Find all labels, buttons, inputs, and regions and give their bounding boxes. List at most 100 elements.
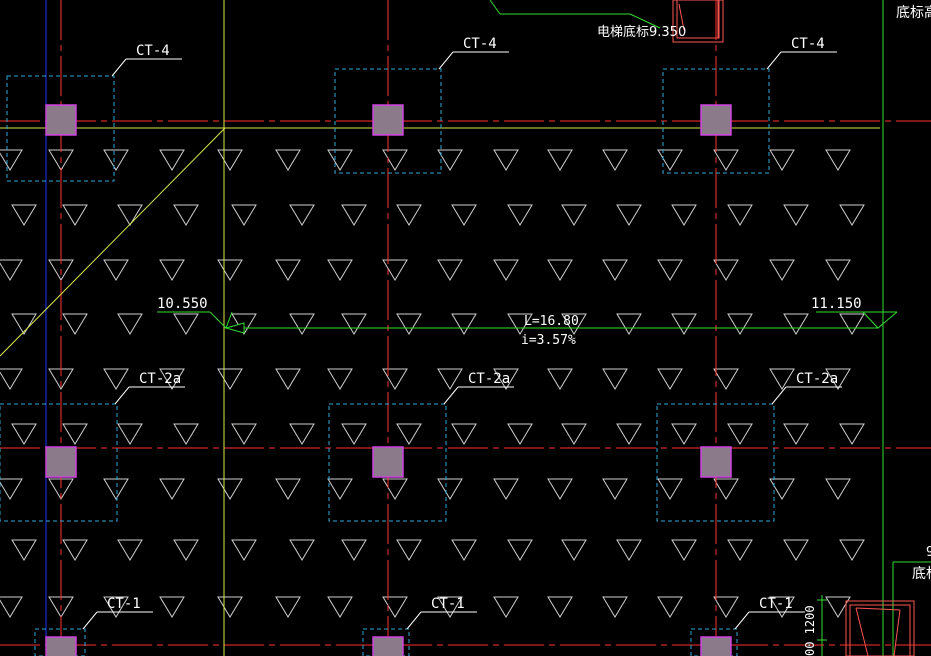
hatch-triangle [159,596,185,618]
hatch-triangle [451,539,477,561]
pile-cap-outline [6,75,115,182]
label-leader [734,611,750,630]
hatch-triangle [117,423,143,445]
hatch-triangle [275,149,301,171]
hatch-triangle [103,478,129,500]
hatch-triangle [275,478,301,500]
pile [45,446,77,478]
hatch-triangle [547,478,573,500]
hatch-triangle [602,478,628,500]
pile-cap: CT-1 [34,596,153,656]
guide-lines [0,0,880,656]
hatch-triangle [159,478,185,500]
hatch-triangle [825,259,851,281]
hatch-triangle [396,313,422,335]
pile [45,104,77,136]
hatch-triangle [616,539,642,561]
hatch-triangle [382,478,408,500]
hatch-triangle [62,423,88,445]
hatch-triangle [396,204,422,226]
hatch-triangle [671,423,697,445]
hatch-triangle [727,204,753,226]
hatch-triangle [727,539,753,561]
hatch-triangle [159,149,185,171]
slope-left-elevation: 10.550 [157,296,208,312]
hatch-triangle [839,539,865,561]
hatch-triangle [327,368,353,390]
hatch-triangle [713,149,739,171]
label-leader [114,386,130,405]
pile-cap: CT-4 [334,36,509,174]
hatch-triangle [327,478,353,500]
hatch-triangle [493,368,519,390]
hatch-triangle [657,596,683,618]
hatch-triangle [657,478,683,500]
hatch-triangle [839,204,865,226]
pile [700,104,732,136]
slope-annotation [157,311,898,334]
hatch-triangle [437,259,463,281]
pile [700,446,732,478]
hatch-triangle [825,596,851,618]
hatch-triangle [783,423,809,445]
pile-cap: CT-2a [328,371,514,522]
hatch-triangle [602,149,628,171]
hatch-triangle [657,368,683,390]
pile-cap-label: CT-2a [796,371,838,387]
pile [372,104,404,136]
pile-cap: CT-2a [656,371,842,522]
hatch-triangle [327,149,353,171]
hatch-triangle [547,368,573,390]
pile-cap-label: CT-1 [431,596,465,612]
hatch-triangle [0,259,23,281]
hatch-triangle [493,478,519,500]
hatch-triangle [103,149,129,171]
hatch-triangle [231,313,257,335]
hatch-triangle [231,423,257,445]
pile-cap: CT-4 [662,36,837,174]
pile-cap-label: CT-2a [468,371,510,387]
hatch-triangle [437,478,463,500]
hatch-triangle [713,596,739,618]
hatch-triangle [275,596,301,618]
hatch-triangle [561,204,587,226]
hatch-triangle [11,204,37,226]
hatch-triangle [62,313,88,335]
hatch-triangle [727,313,753,335]
hatch-triangle [231,539,257,561]
hatch-triangle [103,596,129,618]
hatch-triangle [289,313,315,335]
hatch-triangle [451,204,477,226]
hatch-triangle [547,259,573,281]
label-leader [771,386,787,405]
hatch-triangle [657,149,683,171]
pile-cap-outline [0,403,118,522]
pile [372,636,404,656]
hatch-triangle [616,204,642,226]
hatch-triangle [547,149,573,171]
pile-cap: CT-4 [6,43,182,182]
hatch-triangle [103,259,129,281]
hatch-triangle [275,259,301,281]
hatch-triangle [671,539,697,561]
pile-cap-label: CT-2a [139,371,181,387]
hatch-triangle [451,423,477,445]
hatch-triangle [0,478,23,500]
dimension-text: 00 1200 [803,605,817,656]
hatch-triangle [561,539,587,561]
hatch-triangle [783,539,809,561]
hatch-triangle [327,259,353,281]
hatch-triangle [159,368,185,390]
hatch-triangle [11,313,37,335]
hatch-triangle [507,204,533,226]
hatch-triangle [62,204,88,226]
hatch-triangle [11,539,37,561]
hatch-triangle [289,539,315,561]
pile-cap-outline [334,68,442,174]
hatch-triangle [561,423,587,445]
hatch-triangle [657,259,683,281]
hatch-triangle [173,539,199,561]
slope-right-elevation: 11.150 [811,296,862,312]
pile [372,446,404,478]
